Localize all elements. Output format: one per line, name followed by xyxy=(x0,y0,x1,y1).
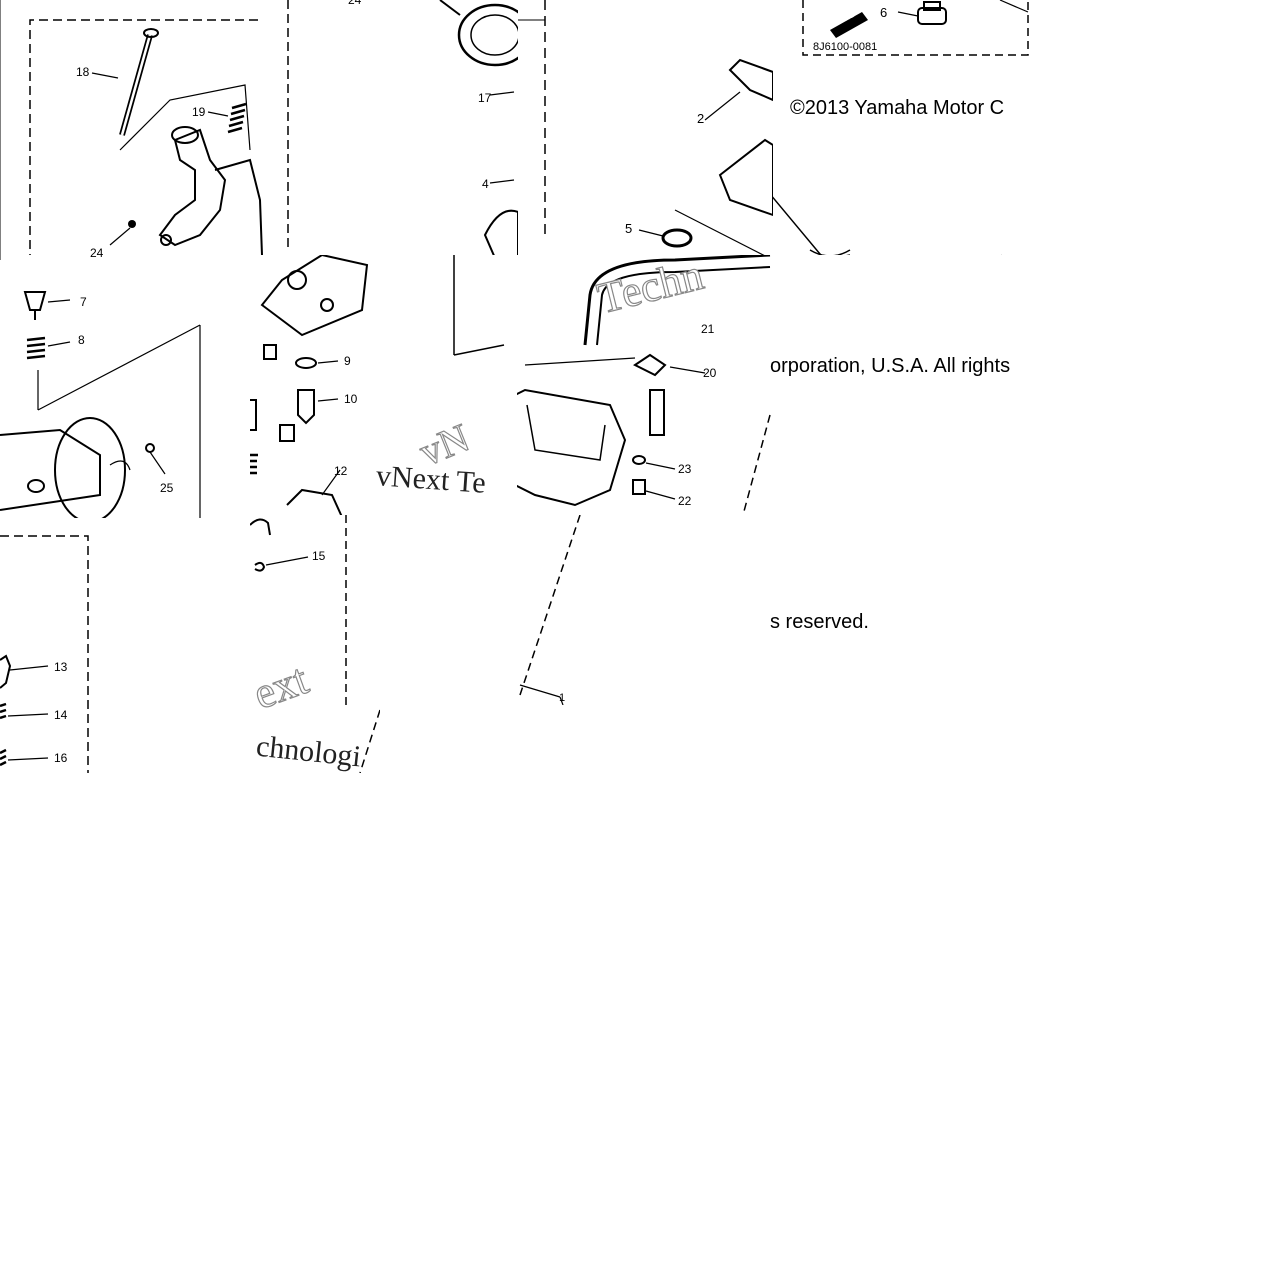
tile-lower-center-drawing xyxy=(250,515,380,773)
callout-17: 17 xyxy=(478,91,492,105)
callout-6: 6 xyxy=(880,5,888,20)
callout-5: 5 xyxy=(625,221,633,236)
callout-9: 9 xyxy=(344,354,351,368)
callout-8: 8 xyxy=(78,333,85,347)
tile-center-middle: 9 10 12 vNext Te vN xyxy=(242,255,517,517)
callout-15: 15 xyxy=(312,549,326,563)
callout-13: 13 xyxy=(54,660,68,674)
copyright-line3: s reserved. xyxy=(770,611,869,633)
tile-left-middle: 7 8 25 xyxy=(0,260,250,518)
tile-lower-center: 15 ext chnologi xyxy=(250,515,380,773)
callout-1: 1 xyxy=(559,692,566,704)
callout-25: 25 xyxy=(160,481,174,495)
callout-16: 16 xyxy=(54,751,68,765)
callout-24-left: 24 xyxy=(90,246,104,260)
callout-23: 23 xyxy=(678,462,692,476)
tile-upper-middle: 2 5 xyxy=(515,0,773,260)
tile-center-right-drawing xyxy=(515,255,771,515)
callout-12: 12 xyxy=(334,464,348,478)
callout-19: 19 xyxy=(192,105,206,119)
tile-top-left-drawing xyxy=(0,0,289,262)
callout-18: 18 xyxy=(76,65,90,79)
tile-center-right: 21 20 23 22 orporation, U.S.A. All right… xyxy=(515,255,1030,515)
callout-2: 2 xyxy=(697,111,705,126)
tile-lower-left-drawing xyxy=(0,535,89,773)
diagram-code: 8J6100-0081 xyxy=(813,41,878,53)
callout-7: 7 xyxy=(80,295,87,309)
tile-left-middle-drawing xyxy=(0,291,201,518)
tile-upper-middle-drawing xyxy=(515,0,773,260)
callout-24-top: 24 xyxy=(348,0,362,7)
tile-top-center: 24 17 4 xyxy=(290,0,518,258)
tile-lower-right-drawing xyxy=(519,515,581,705)
tile-top-left: 18 19 24 xyxy=(0,0,292,262)
callout-14: 14 xyxy=(54,708,68,722)
callout-10: 10 xyxy=(344,392,358,406)
tile-top-center-drawing xyxy=(290,0,518,258)
callout-20: 20 xyxy=(703,366,717,380)
callout-22: 22 xyxy=(678,494,692,508)
tile-center-middle-drawing xyxy=(242,255,505,517)
copyright-line1: ©2013 Yamaha Motor C xyxy=(790,97,1005,119)
tile-lower-right: s reserved. 1 xyxy=(515,515,1030,705)
callout-21: 21 xyxy=(701,322,715,336)
tile-lower-left: 13 14 16 xyxy=(0,518,92,773)
callout-4: 4 xyxy=(482,177,489,191)
copyright-line2: orporation, U.S.A. All rights xyxy=(770,355,1011,377)
